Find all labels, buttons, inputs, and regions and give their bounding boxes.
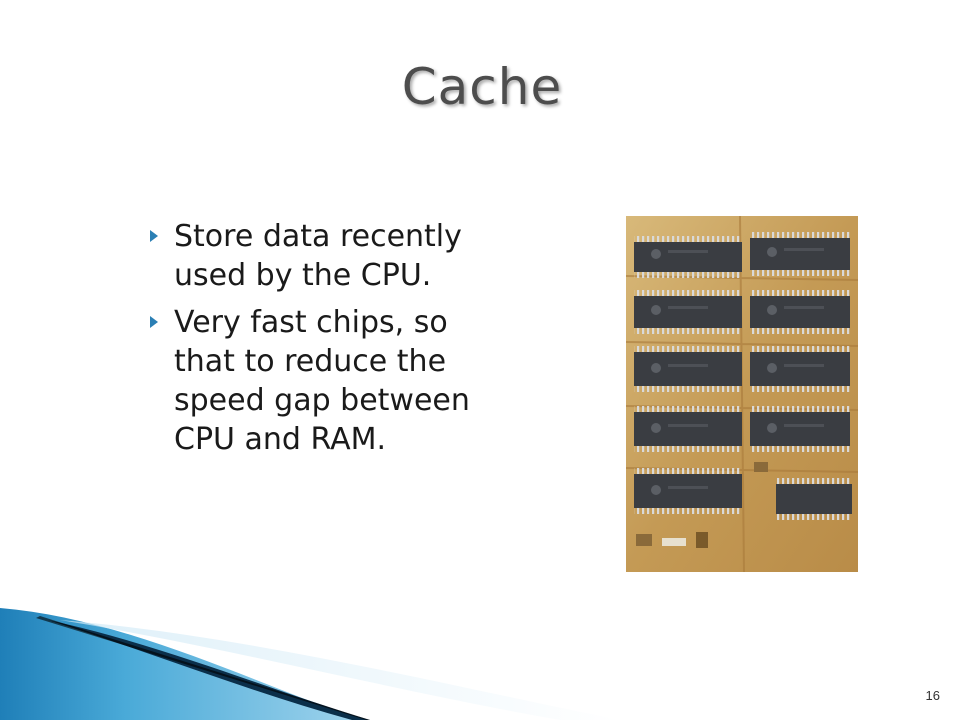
- page-number: 16: [925, 688, 940, 703]
- chip-column-right: [750, 232, 852, 520]
- memory-chips-photo: [626, 216, 858, 572]
- bullet-item: Very fast chips, so that to reduce the s…: [148, 303, 518, 459]
- memory-chips-illustration: [626, 216, 858, 572]
- chip-column-left: [634, 236, 742, 514]
- slide-title: Cache: [401, 58, 563, 116]
- bullet-item: Store data recently used by the CPU.: [148, 217, 518, 295]
- bullet-list: Store data recently used by the CPU. Ver…: [148, 217, 518, 467]
- footer-swoosh-decoration: [0, 608, 620, 720]
- bullet-text: Store data recently used by the CPU.: [174, 219, 462, 293]
- bullet-text: Very fast chips, so that to reduce the s…: [174, 305, 470, 457]
- triangle-right-icon: [150, 316, 158, 328]
- triangle-right-icon: [150, 230, 158, 242]
